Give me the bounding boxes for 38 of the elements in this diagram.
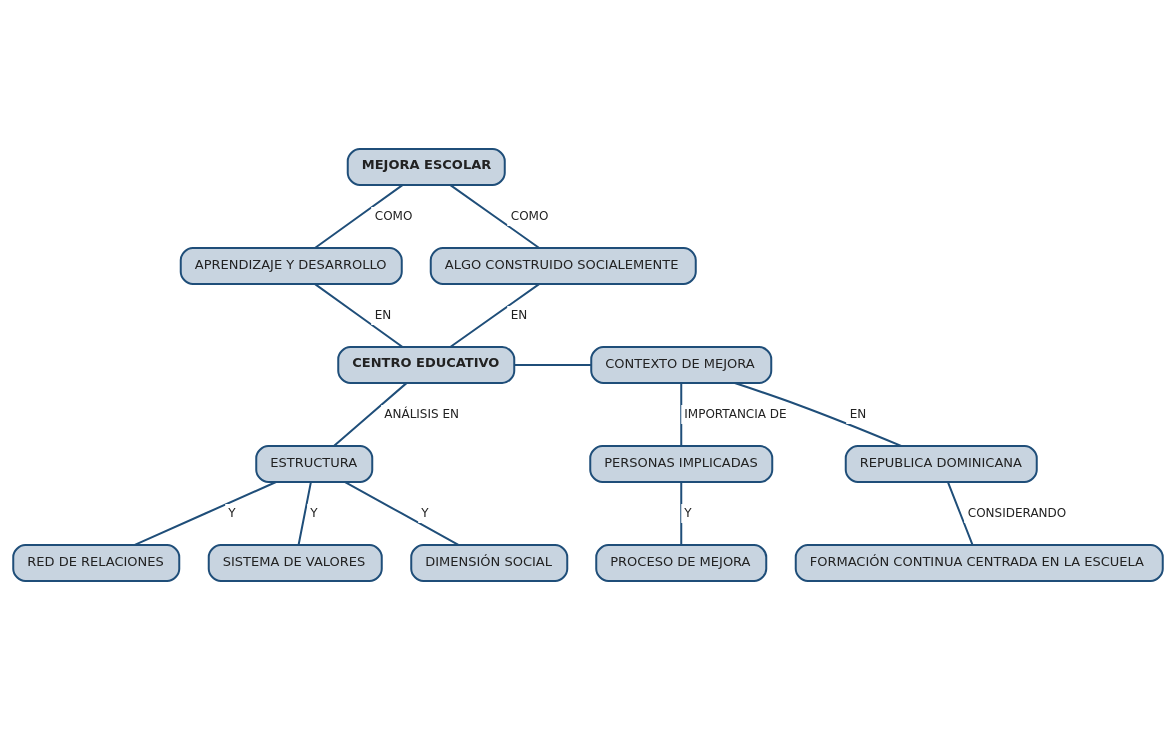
connector bbox=[512, 364, 592, 366]
connector bbox=[313, 184, 403, 249]
edge-label: COMO bbox=[374, 209, 412, 224]
node-box: FORMACIÓN CONTINUA CENTRADA EN LA ESCUELA bbox=[794, 544, 1164, 582]
node-box: SISTEMA DE VALORES bbox=[207, 544, 383, 582]
node-box: DIMENSIÓN SOCIAL bbox=[409, 544, 568, 582]
node-box: PROCESO DE MEJORA bbox=[594, 544, 767, 582]
edge-label: EN bbox=[510, 308, 527, 323]
node-box: RED DE RELACIONES bbox=[11, 544, 180, 582]
node-box: CENTRO EDUCATIVO bbox=[336, 346, 515, 384]
edge-label: Y bbox=[420, 506, 429, 521]
edge-label: IMPORTANCIA DE bbox=[683, 407, 787, 422]
edge-label: EN bbox=[374, 308, 391, 323]
edge-label: Y bbox=[309, 506, 318, 521]
connector bbox=[343, 481, 459, 546]
connector bbox=[679, 382, 682, 447]
connector bbox=[733, 382, 902, 447]
connector bbox=[332, 382, 407, 447]
connector bbox=[133, 481, 277, 546]
edge-label: Y bbox=[227, 506, 236, 521]
edge-label: COMO bbox=[510, 209, 548, 224]
connector bbox=[946, 481, 973, 546]
connector bbox=[679, 481, 682, 546]
node-box: REPUBLICA DOMINICANA bbox=[844, 445, 1038, 483]
edge-label: Y bbox=[683, 506, 692, 521]
connector bbox=[448, 184, 540, 249]
connector bbox=[449, 283, 540, 348]
edge-label: ANÁLISIS EN bbox=[383, 407, 459, 422]
node-box: MEJORA ESCOLAR bbox=[346, 148, 506, 186]
edge-label: EN bbox=[849, 407, 866, 422]
node-box: ALGO CONSTRUIDO SOCIALEMENTE bbox=[429, 247, 697, 285]
node-box: CONTEXTO DE MEJORA bbox=[589, 346, 772, 384]
connector bbox=[297, 481, 312, 546]
node-box: PERSONAS IMPLICADAS bbox=[588, 445, 773, 483]
edge-label: CONSIDERANDO bbox=[967, 506, 1066, 521]
node-box: ESTRUCTURA bbox=[254, 445, 373, 483]
connector bbox=[313, 283, 403, 348]
node-box: APRENDIZAJE Y DESARROLLO bbox=[179, 247, 403, 285]
